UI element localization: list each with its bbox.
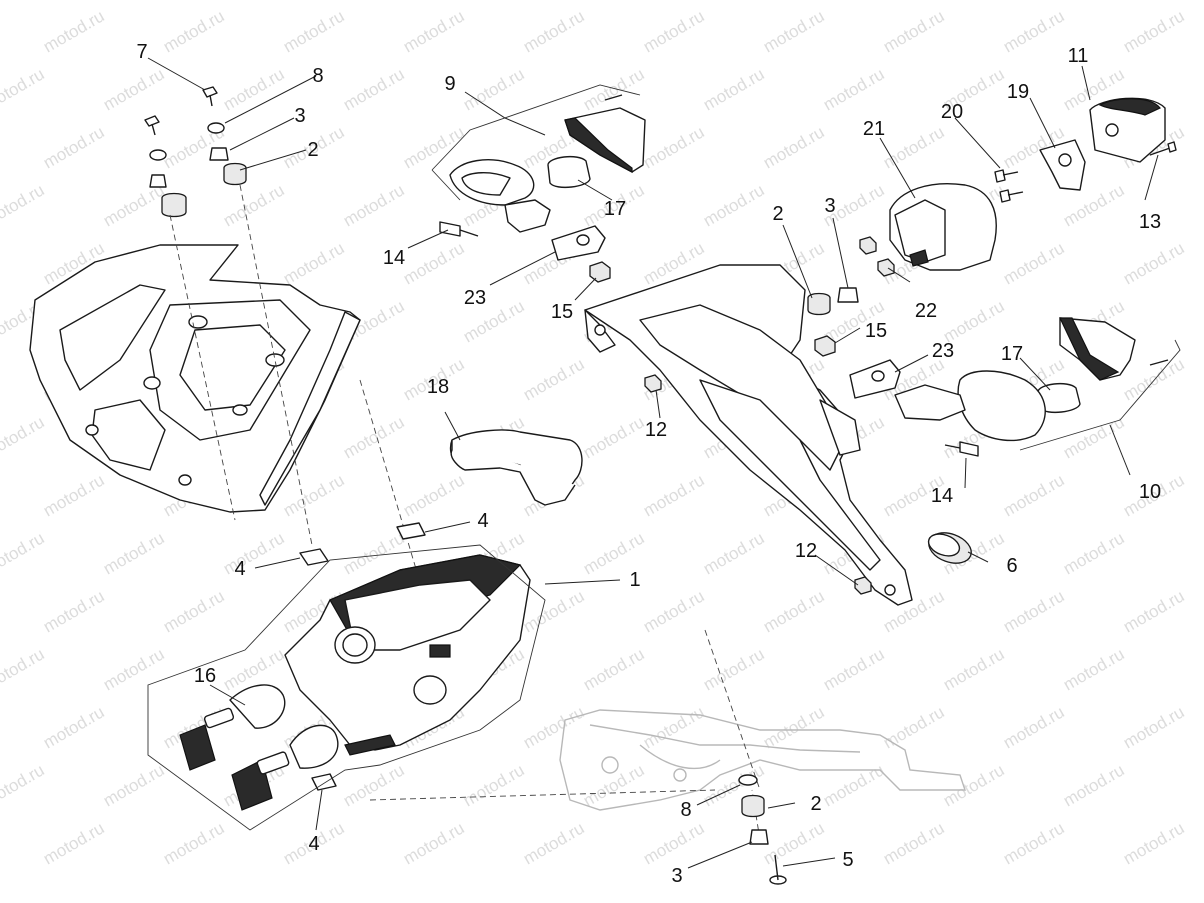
callout-2: 2 [772, 203, 783, 225]
callout-14: 14 [383, 247, 405, 269]
callout-17: 17 [1001, 343, 1023, 365]
grommet-2-top [223, 162, 247, 186]
indicator-body-right [894, 370, 1046, 442]
callout-6: 6 [1006, 555, 1017, 577]
grommet-2-bottom [741, 794, 765, 818]
indicator-screw-left [604, 94, 623, 101]
bracket-23-right [849, 359, 901, 399]
callout-3: 3 [671, 865, 682, 887]
callout-1: 1 [629, 569, 640, 591]
nut-15-right [814, 335, 836, 357]
callout-4: 4 [477, 510, 488, 532]
callout-14: 14 [931, 485, 953, 507]
callout-11: 11 [1068, 45, 1089, 67]
callout-3: 3 [294, 105, 305, 127]
light-11 [1089, 97, 1166, 163]
license-plate-bracket [584, 264, 913, 606]
bulb-socket-lower [231, 724, 339, 811]
callout-23: 23 [932, 340, 954, 362]
callout-16: 16 [194, 665, 216, 687]
rear-frame-outline [559, 709, 966, 811]
washer-8-top [207, 122, 225, 134]
callout-15: 15 [865, 320, 887, 342]
callout-5: 5 [842, 849, 853, 871]
callout-17: 17 [604, 198, 626, 220]
screw-13 [1149, 141, 1177, 156]
callout-15: 15 [551, 301, 573, 323]
callout-23: 23 [464, 287, 486, 309]
washer-8-bottom [738, 774, 758, 786]
callout-8: 8 [680, 799, 691, 821]
callout-9: 9 [444, 73, 455, 95]
callout-21: 21 [863, 118, 885, 140]
callout-18: 18 [427, 376, 449, 398]
nut-12-lower [854, 576, 872, 595]
clip-4-left [299, 548, 329, 566]
indicator-screw-right [1149, 359, 1169, 366]
screws-20 [994, 169, 1024, 203]
fastener-stack-left [144, 115, 187, 218]
callout-7: 7 [136, 41, 147, 63]
callout-20: 20 [941, 101, 963, 123]
housing-21 [889, 183, 997, 271]
callout-12: 12 [795, 540, 817, 562]
indicator-lens-left [564, 107, 646, 173]
callout-19: 19 [1007, 81, 1029, 103]
bulb-17-left [547, 155, 591, 189]
bolt-14-right [944, 441, 979, 457]
nut-22 [859, 236, 895, 277]
leader-lines [147, 57, 1159, 869]
callout-3: 3 [824, 195, 835, 217]
grommet-2-right [807, 292, 831, 316]
tail-light-housing [284, 554, 531, 756]
clip-4-middle [396, 522, 426, 540]
callout-4: 4 [308, 833, 319, 855]
bracket-19 [1039, 139, 1086, 191]
bulb-16 [179, 684, 286, 771]
spacer-3-bottom [749, 829, 769, 845]
spacer-3-right [837, 287, 859, 303]
cap-6 [927, 532, 972, 564]
pad-18 [449, 429, 583, 506]
screw-7 [202, 86, 218, 107]
bolt-14-left [439, 221, 479, 237]
callout-22: 22 [915, 300, 937, 322]
indicator-lens-right [1059, 317, 1136, 381]
indicator-body-left [449, 159, 551, 233]
callout-12: 12 [645, 419, 667, 441]
callout-labels: 7 8 3 2 9 11 19 20 21 2 3 13 17 14 23 15… [136, 41, 1161, 887]
nut-12-upper [644, 374, 662, 393]
spacer-3-top [209, 147, 229, 161]
callout-2: 2 [810, 793, 821, 815]
nut-15-left [589, 261, 611, 283]
tail-cover [29, 244, 361, 513]
callout-13: 13 [1139, 211, 1161, 233]
callout-2: 2 [307, 139, 318, 161]
clip-4-bottom [311, 773, 337, 791]
callout-10: 10 [1139, 481, 1161, 503]
bracket-23-left [551, 225, 606, 261]
callout-4: 4 [234, 558, 245, 580]
callout-8: 8 [312, 65, 323, 87]
screw-5 [769, 854, 787, 885]
